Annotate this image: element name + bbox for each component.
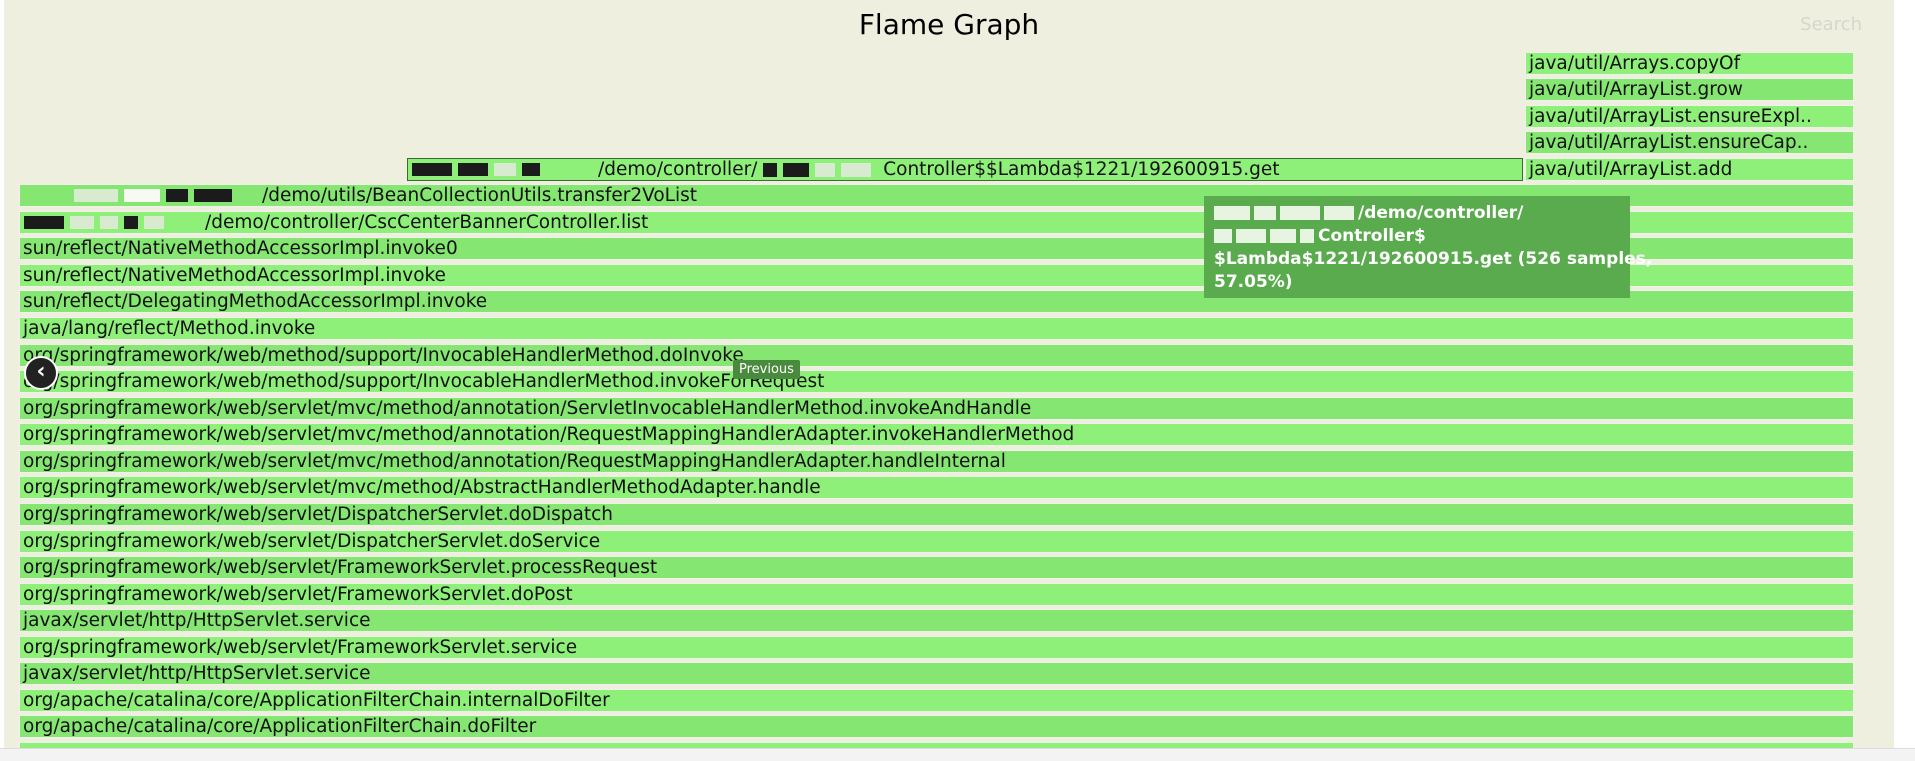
frame-label: javax/servlet/http/HttpServlet.service	[23, 610, 371, 631]
bottom-bar	[0, 748, 1915, 761]
frame-label: org/springframework/web/servlet/mvc/meth…	[23, 398, 1032, 419]
frame-label: java/util/ArrayList.ensureCap..	[1529, 132, 1809, 153]
frame[interactable]: org/springframework/web/servlet/Dispatch…	[19, 530, 1854, 553]
tooltip-line: Controller$	[1214, 225, 1620, 248]
frame-label: org/apache/catalina/core/ApplicationFilt…	[23, 690, 610, 711]
frame[interactable]: javax/servlet/http/HttpServlet.service	[19, 609, 1854, 632]
frame[interactable]: java/util/ArrayList.add	[1525, 158, 1854, 181]
lambda-frame[interactable]: /demo/controller/ Controller$$Lambda$122…	[407, 158, 1523, 181]
tooltip-text: /demo/controller/	[1358, 203, 1524, 223]
frame-label: org/apache/catalina/core/ApplicationFilt…	[23, 716, 537, 737]
page-title: Flame Graph	[858, 8, 1040, 41]
frame[interactable]: org/springframework/web/servlet/mvc/meth…	[19, 450, 1854, 473]
frame-label: sun/reflect/DelegatingMethodAccessorImpl…	[23, 291, 488, 312]
search-button[interactable]: Search	[1800, 14, 1862, 35]
frame[interactable]: org/apache/catalina/core/ApplicationFilt…	[19, 715, 1854, 738]
tooltip-text: Controller$	[1318, 226, 1426, 246]
frame[interactable]: java/lang/reflect/Method.invoke	[19, 317, 1854, 340]
frame-label: org/springframework/web/servlet/mvc/meth…	[23, 424, 1075, 445]
frame[interactable]: org/springframework/web/servlet/Framewor…	[19, 556, 1854, 579]
frame-label: org/springframework/web/servlet/Dispatch…	[23, 531, 601, 552]
chevron-left-icon: ‹	[36, 359, 46, 384]
frame-label: org/springframework/web/servlet/Framewor…	[23, 584, 573, 605]
frame-label: org/springframework/web/servlet/Framewor…	[23, 637, 578, 658]
frame-label: sun/reflect/NativeMethodAccessorImpl.inv…	[23, 265, 446, 286]
frame-label: java/util/Arrays.copyOf	[1529, 53, 1741, 74]
previous-tooltip: Previous	[733, 360, 800, 379]
frame-label-tail: Controller$$Lambda$1221/192600915.get	[883, 159, 1280, 180]
tooltip-text: $Lambda$1221/192600915.get (526 samples,	[1214, 249, 1653, 269]
redacted-block	[74, 185, 238, 206]
frame[interactable]: java/util/ArrayList.grow	[1525, 78, 1854, 101]
frame[interactable]: javax/servlet/http/HttpServlet.service	[19, 662, 1854, 685]
frame-label: org/springframework/web/method/support/I…	[23, 371, 825, 392]
frame-label: java/util/ArrayList.add	[1529, 159, 1733, 180]
previous-button[interactable]: ‹	[24, 356, 58, 390]
tooltip-text: 57.05%)	[1214, 272, 1293, 292]
frame-label: org/springframework/web/method/support/I…	[23, 345, 744, 366]
frame-label: /demo/controller/CscCenterBannerControll…	[205, 212, 649, 233]
frame[interactable]: org/springframework/web/servlet/mvc/meth…	[19, 397, 1854, 420]
frame-label: /demo/utils/BeanCollectionUtils.transfer…	[262, 185, 698, 206]
frame[interactable]: org/springframework/web/servlet/mvc/meth…	[19, 476, 1854, 499]
redacted-block	[412, 159, 546, 180]
frame[interactable]: org/springframework/web/method/support/I…	[19, 370, 1854, 393]
frame[interactable]: org/apache/catalina/core/ApplicationFilt…	[19, 689, 1854, 712]
tooltip-line: /demo/controller/	[1214, 202, 1620, 225]
frame-label: java/util/ArrayList.grow	[1529, 79, 1743, 100]
frame-label: javax/servlet/http/HttpServlet.service	[23, 663, 371, 684]
frame[interactable]: org/springframework/web/servlet/Framewor…	[19, 636, 1854, 659]
frame[interactable]: java/util/Arrays.copyOf	[1525, 52, 1854, 75]
frame-label: org/springframework/web/servlet/mvc/meth…	[23, 477, 821, 498]
frame[interactable]: org/springframework/web/servlet/Framewor…	[19, 583, 1854, 606]
frame-label: sun/reflect/NativeMethodAccessorImpl.inv…	[23, 238, 458, 259]
frame-label: org/springframework/web/servlet/mvc/meth…	[23, 451, 1006, 472]
redacted-block	[24, 212, 170, 233]
flame-graph-canvas: Flame Graph Search java/util/Arrays.copy…	[4, 0, 1894, 748]
redacted-block	[763, 159, 877, 180]
frame[interactable]	[19, 742, 1854, 748]
frame[interactable]: java/util/ArrayList.ensureExpl..	[1525, 105, 1854, 128]
frame-tooltip: /demo/controller/ Controller$ $Lambda$12…	[1204, 196, 1653, 298]
frame-label: org/springframework/web/servlet/Dispatch…	[23, 504, 613, 525]
frame-label: java/util/ArrayList.ensureExpl..	[1529, 106, 1812, 127]
frame[interactable]: org/springframework/web/method/support/I…	[19, 344, 1854, 367]
frame-label: org/springframework/web/servlet/Framewor…	[23, 557, 658, 578]
frame-label: java/lang/reflect/Method.invoke	[23, 318, 316, 339]
frame[interactable]: org/springframework/web/servlet/mvc/meth…	[19, 423, 1854, 446]
frame[interactable]: org/springframework/web/servlet/Dispatch…	[19, 503, 1854, 526]
frame[interactable]: java/util/ArrayList.ensureCap..	[1525, 131, 1854, 154]
frame-label: /demo/controller/	[598, 159, 758, 180]
